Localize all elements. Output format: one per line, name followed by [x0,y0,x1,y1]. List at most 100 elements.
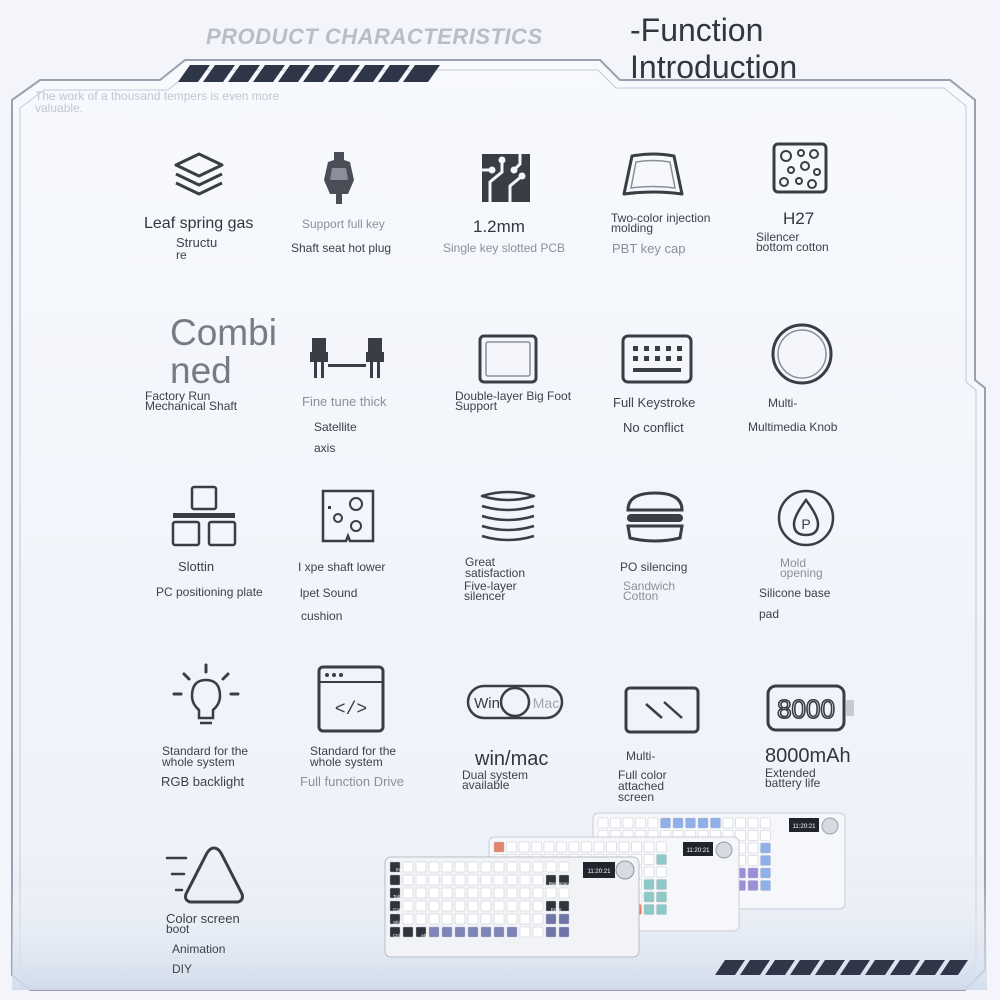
keyboard-key [532,900,544,912]
keyboard-key [519,926,531,938]
key-esc: Esc [396,867,404,872]
keyboard-key [747,817,759,829]
keyboard-key [747,842,759,854]
keyboard-key [656,866,667,878]
keyboard-key [506,874,518,886]
rgb-line2: whole system [162,755,235,769]
battery-capacity-label: 8000 [777,694,835,724]
leaf-spring-line1: Leaf spring gas [144,215,254,232]
keyboard-key [545,913,557,925]
boot-line4: DIY [172,962,193,976]
combined-line1: Combi [170,312,277,353]
keyboard-key [480,874,492,886]
function-introduction-title: -Function Introduction [630,12,798,85]
keyboard-key [467,874,479,886]
keyboard-key [467,887,479,899]
keyboard-key [747,867,759,879]
keycap-line3: PBT key cap [612,241,686,256]
keyboard-key [581,841,592,853]
circuit-icon [482,154,530,202]
pcb-line1: 1.2mm [473,217,525,236]
keyboard-key [506,861,518,873]
driver-line2: whole system [310,755,383,769]
keyboard-key [441,874,453,886]
keyboard-key [467,861,479,873]
keyboard-key [722,817,734,829]
key-shift: Shift [393,920,403,925]
keyboard-key [428,900,440,912]
keyboard-key [506,913,518,925]
switch-icon [324,152,354,204]
screen-line2: Full color [618,768,667,782]
keyboard-key [480,900,492,912]
keyboard-key [545,926,557,938]
boot-line3: Animation [172,942,226,956]
keycap-icon [622,152,684,196]
key-alt: Alt [421,933,427,938]
keyboard-key [760,880,771,891]
keyboard-key [402,861,414,873]
keyboard-key [622,817,634,829]
keyboard-key [389,874,401,886]
knob-icon [771,323,833,385]
keyboard-key [760,830,771,841]
keyboard-key [545,861,557,873]
drop-icon: P [777,489,835,547]
battery-icon: 8000 [766,684,854,732]
combined-line2: ned [170,350,232,391]
keyboard-key [480,861,492,873]
keyboard-key [467,913,479,925]
boot-line2: boot [166,922,190,936]
keyboard-key [643,841,655,853]
silicone-line4: pad [759,607,780,621]
keyboard-middle-screen-time: 11:20:21 [687,848,711,854]
keyboard-key [506,841,517,853]
bulb-icon [172,663,240,725]
key-enter: Enter [551,907,562,912]
keyboard-key [454,900,466,912]
keyboard-key [532,861,544,873]
cotton-line2: Silencer [756,230,800,244]
keyboard-key [389,887,401,899]
key-caps: Caps [393,907,404,912]
hot-plug-line1: Support full key [302,217,385,231]
keyboard-key [735,830,746,841]
keyboard-key [518,841,530,853]
shaft-sound-line3: cushion [301,609,343,623]
keyboard-key [415,861,427,873]
keyboard-key [519,874,531,886]
knob-line1: Multi- [768,396,798,410]
stabilizer-icon [310,338,384,378]
keyboard-key [467,926,479,938]
keyboard-key [402,887,414,899]
keyboard-key [402,900,414,912]
keyboard-key [480,913,492,925]
keyboard-key [441,913,453,925]
leaf-spring-line2: Structu [176,235,218,250]
keycap-line2: molding [611,221,654,235]
keyboard-key [635,817,646,829]
keyboard-key [556,841,567,853]
keyboard-key [402,926,414,938]
silicone-line1: Mold [780,556,807,570]
keyboard-key [685,817,696,829]
keyboard-key [558,926,570,938]
keyboard-key [558,900,570,912]
keyboard-key [493,900,505,912]
shaft-sound-line2: lpet Sound [300,586,358,600]
keyboard-key [493,913,505,925]
keycap-line1: Two-color injection [611,211,711,225]
keyboard-key [493,887,505,899]
triangle-icon [165,846,244,904]
keyboard-key [389,913,401,925]
keyboard-key [415,926,427,938]
rgb-line3: RGB backlight [161,774,245,789]
layers-icon [174,152,224,196]
stack-icon [480,490,536,542]
keyboard-back-screen-time: 11:20:21 [793,824,817,830]
keyboard-key [389,861,401,873]
keyboard-key [454,926,466,938]
keyboard-key [747,880,759,891]
five-layer-line3: Five-layer [464,579,517,593]
keyboard-key [606,841,617,853]
